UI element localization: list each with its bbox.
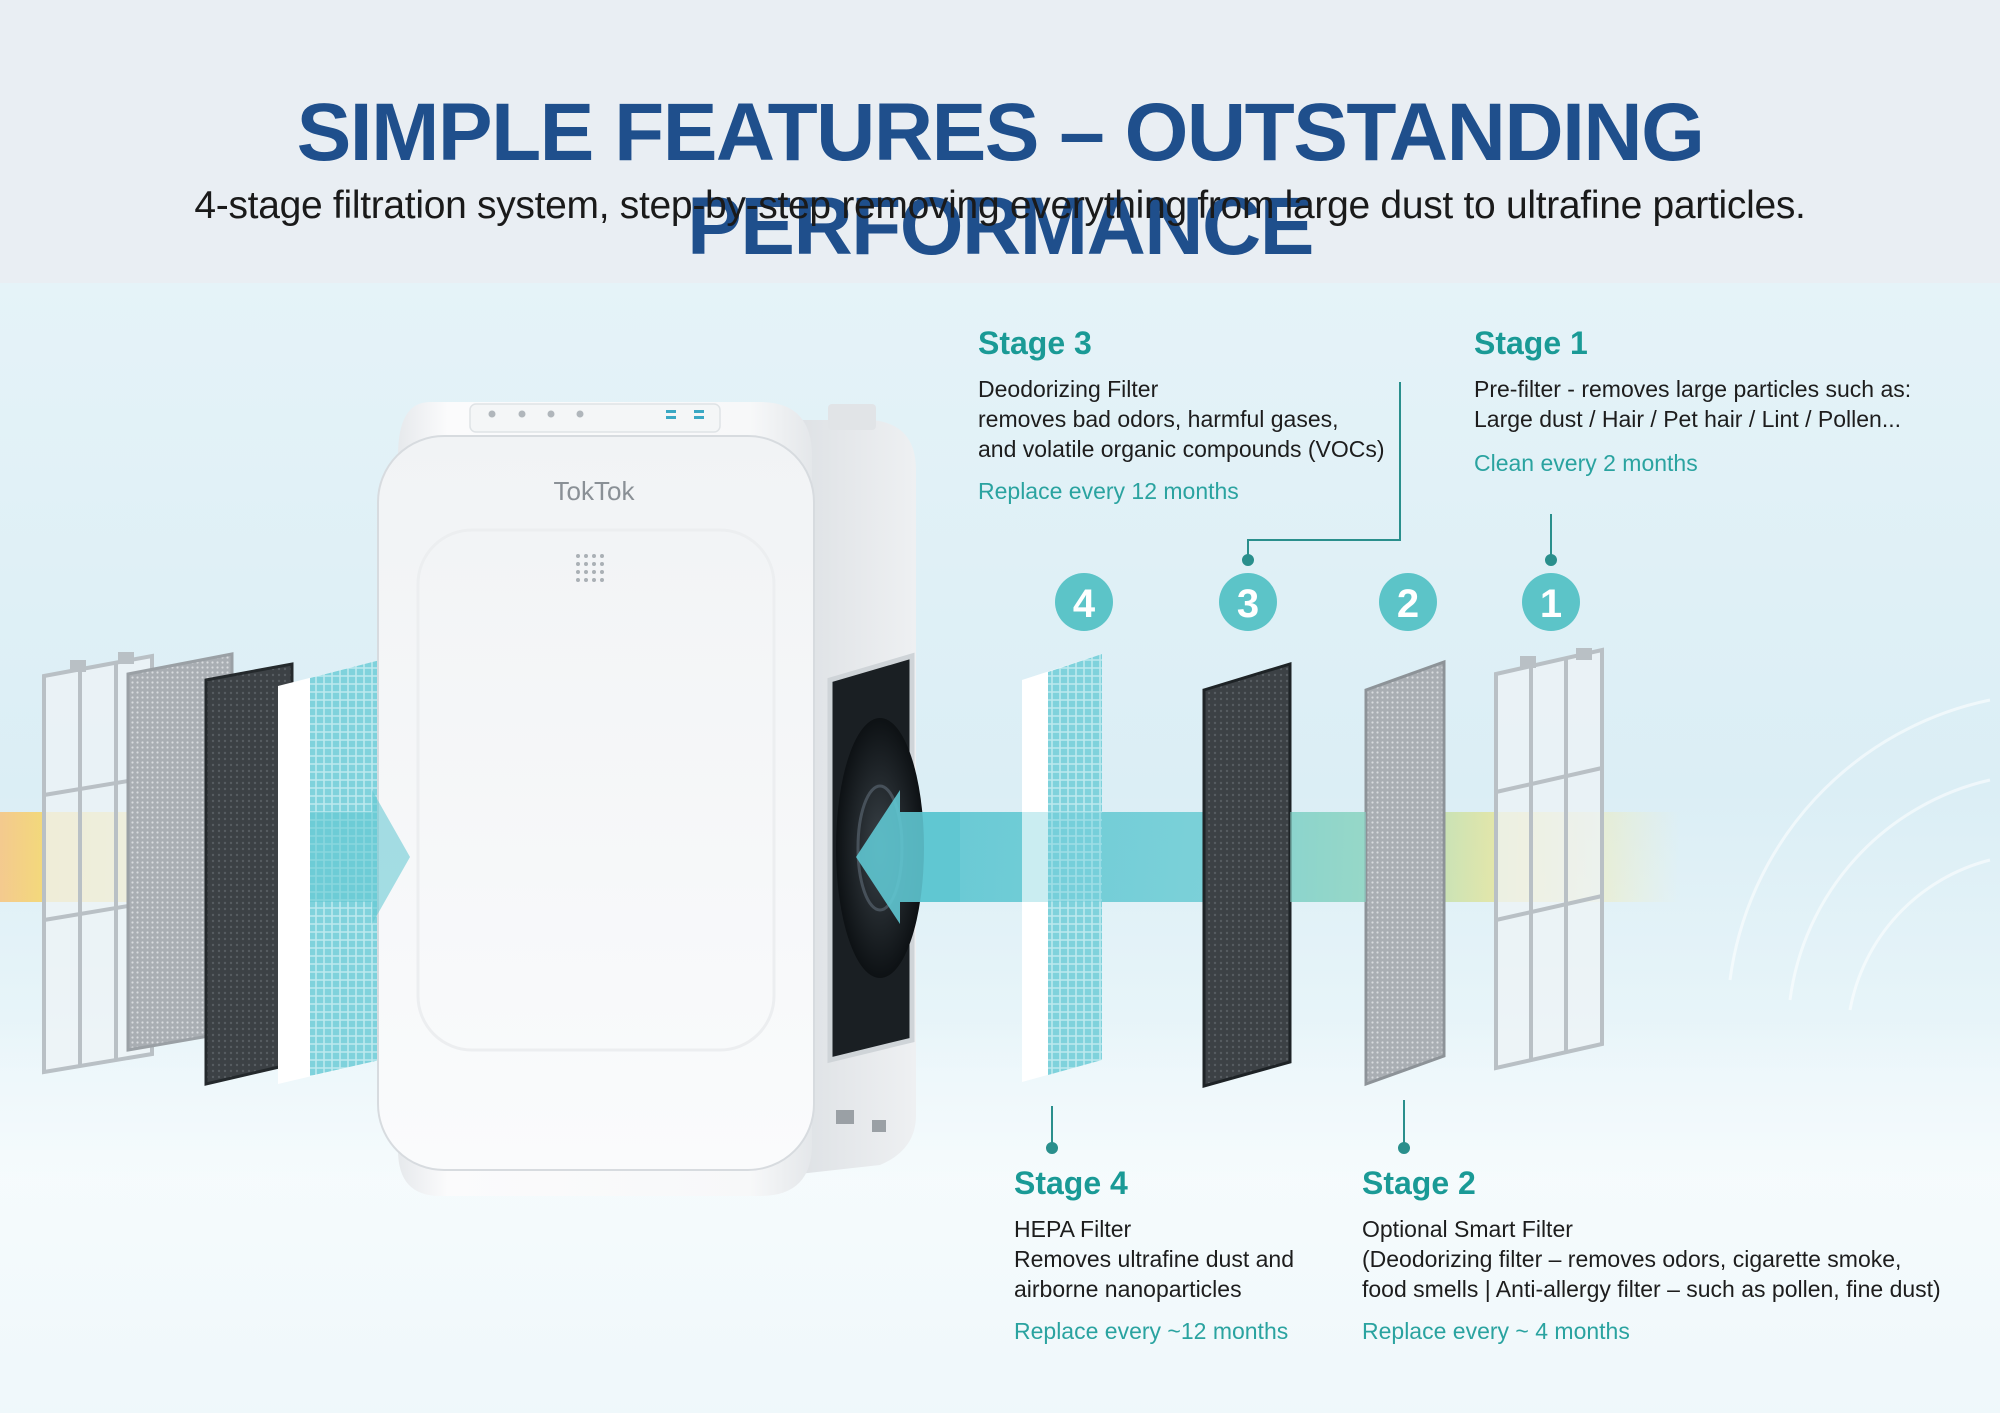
left-prefilter (42, 652, 154, 1075)
stage1-info: Stage 1 Pre-filter - removes large parti… (1474, 325, 1911, 477)
filter-stage3-carbon (1202, 661, 1292, 1088)
stage4-info: Stage 4 HEPA Filter Removes ultrafine du… (1014, 1165, 1294, 1345)
connector-lines (1046, 382, 1557, 1154)
control-panel (469, 403, 721, 433)
stage-badge-2: 2 (1379, 573, 1437, 631)
stage1-line: Large dust / Hair / Pet hair / Lint / Po… (1474, 406, 1901, 432)
stage4-description: HEPA Filter Removes ultrafine dust and a… (1014, 1214, 1294, 1304)
svg-text:2: 2 (1397, 582, 1419, 626)
stage1-note: Clean every 2 months (1474, 450, 1698, 476)
stage-badge-3: 3 (1219, 573, 1277, 631)
control-buttons (488, 410, 584, 418)
air-purifier: TokTok (377, 402, 924, 1196)
svg-text:4: 4 (1073, 582, 1096, 626)
header-band (0, 0, 2000, 283)
purifier-front-panel (377, 435, 815, 1171)
stage3-line: removes bad odors, harmful gases, (978, 406, 1339, 432)
stage3-description: Deodorizing Filter removes bad odors, ha… (978, 374, 1385, 464)
floor-reflection (0, 1020, 2000, 1413)
filter-stage2-mesh (1364, 659, 1446, 1087)
stage2-line: Optional Smart Filter (1362, 1216, 1573, 1242)
stage2-note: Replace every ~ 4 months (1362, 1318, 1630, 1344)
stage4-line: Removes ultrafine dust and (1014, 1246, 1294, 1272)
stage4-title: Stage 4 (1014, 1165, 1128, 1201)
stage2-line: food smells | Anti-allergy filter – such… (1362, 1276, 1941, 1302)
led-indicators (666, 410, 704, 419)
stage1-line: Pre-filter - removes large particles suc… (1474, 376, 1912, 402)
stage2-info: Stage 2 Optional Smart Filter (Deodorizi… (1362, 1165, 1941, 1345)
stage3-title: Stage 3 (978, 325, 1092, 361)
stage1-title: Stage 1 (1474, 325, 1588, 361)
page-subtitle: 4-stage filtration system, step-by-step … (194, 184, 1806, 227)
svg-text:3: 3 (1237, 582, 1259, 626)
stage3-line: and volatile organic compounds (VOCs) (978, 436, 1385, 462)
filter-stage4-hepa (1022, 654, 1102, 1082)
stage4-line: HEPA Filter (1014, 1216, 1132, 1242)
sensor-grille (576, 554, 604, 582)
airflow-arrow-right (856, 790, 960, 924)
left-filter-stack (42, 652, 380, 1086)
filter-stage1-prefilter (1494, 647, 1604, 1071)
stage-badge-1: 1 (1522, 573, 1580, 631)
brand-logo: TokTok (554, 476, 636, 506)
stage3-line: Deodorizing Filter (978, 376, 1159, 402)
stage3-info: Stage 3 Deodorizing Filter removes bad o… (978, 325, 1385, 505)
stage4-line: airborne nanoparticles (1014, 1276, 1242, 1302)
stage1-description: Pre-filter - removes large particles suc… (1474, 374, 1911, 434)
svg-text:1: 1 (1540, 582, 1562, 626)
stage2-line: (Deodorizing filter – removes odors, cig… (1362, 1246, 1902, 1272)
airflow-arrow-left (310, 790, 410, 924)
background-arcs (1728, 698, 1991, 1011)
page-title: SIMPLE FEATURES – OUTSTANDING PERFORMANC… (296, 87, 1705, 272)
stage3-note: Replace every 12 months (978, 478, 1239, 504)
stage-badge-4: 4 (1055, 573, 1113, 631)
stage2-title: Stage 2 (1362, 1165, 1476, 1201)
stage4-note: Replace every ~12 months (1014, 1318, 1289, 1344)
stage2-description: Optional Smart Filter (Deodorizing filte… (1362, 1214, 1941, 1304)
